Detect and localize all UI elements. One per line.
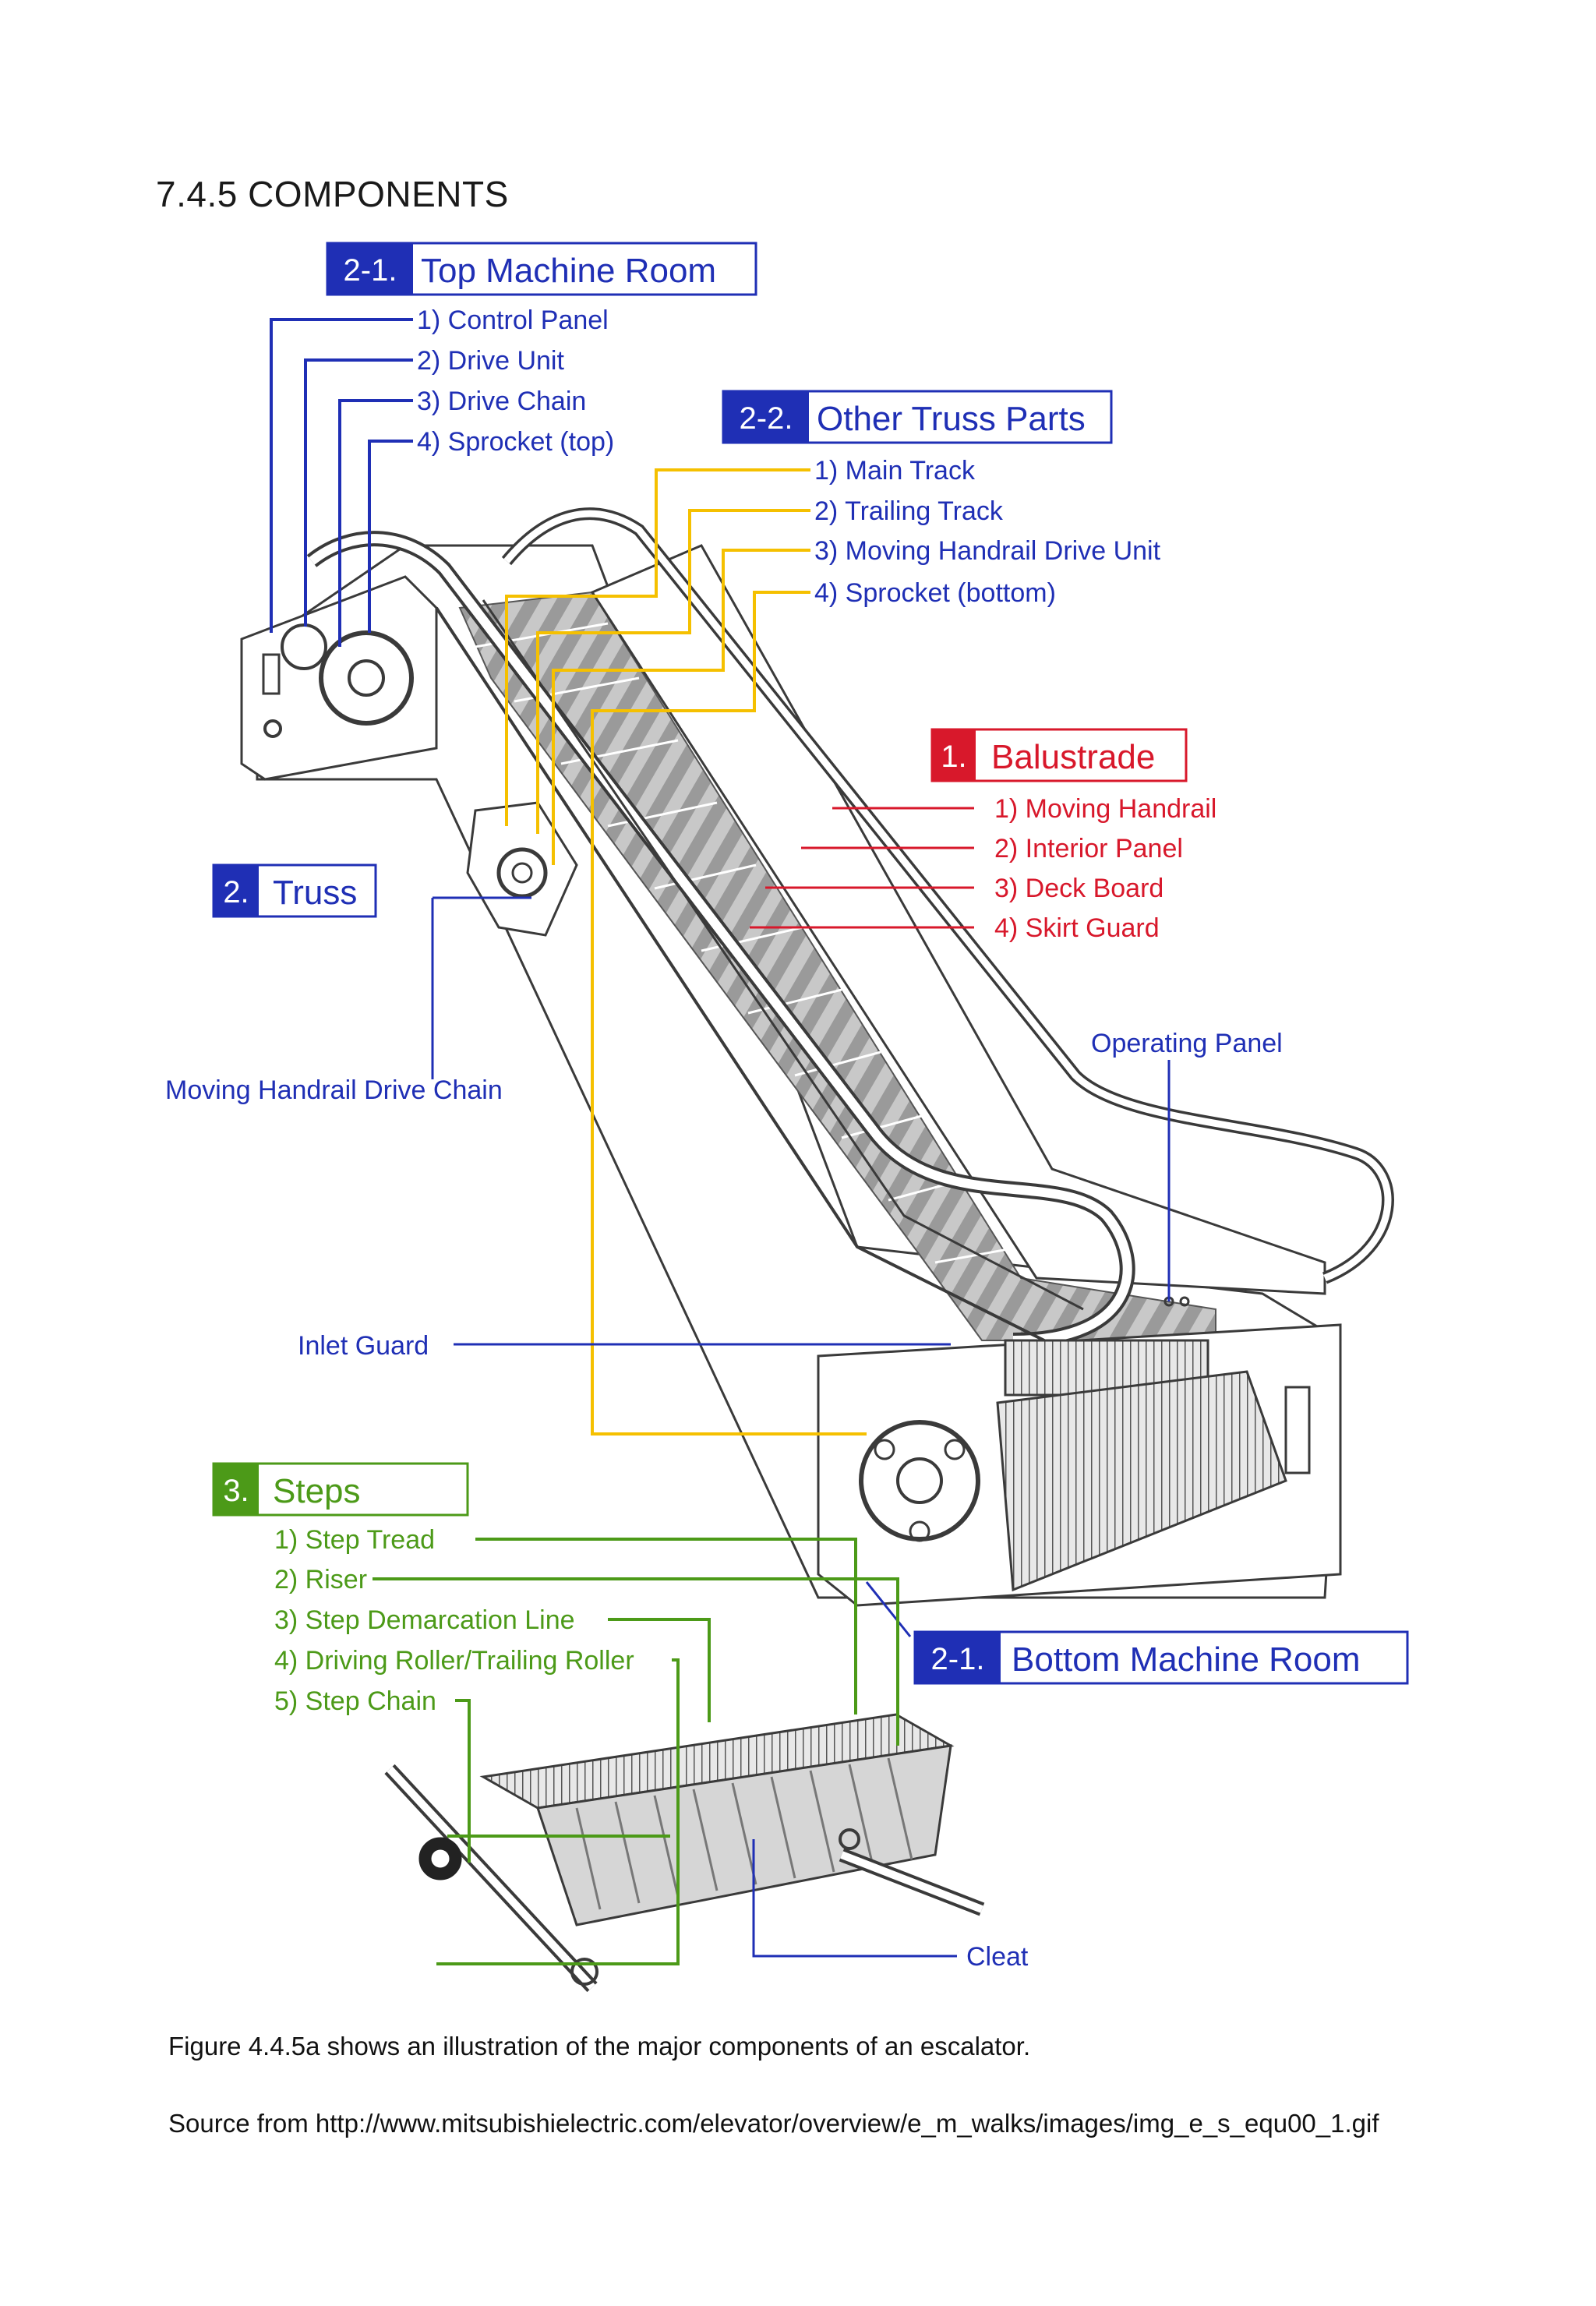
balustrade-item-3: 3) Deck Board (994, 874, 1163, 903)
top-machine-room-title: Top Machine Room (421, 252, 716, 290)
section-heading: 7.4.5 COMPONENTS (156, 174, 509, 214)
balustrade-number: 1. (941, 740, 966, 774)
top-machine-room-item-3: 3) Drive Chain (417, 387, 586, 416)
header-steps: 3. Steps (212, 1462, 469, 1517)
balustrade-item-4: 4) Skirt Guard (994, 913, 1160, 943)
top-machine-room-item-1: 1) Control Panel (417, 305, 609, 335)
header-bottom-machine-room: 2-1. Bottom Machine Room (913, 1630, 1409, 1685)
steps-item-1: 1) Step Tread (274, 1525, 435, 1555)
bottom-step-stack (996, 1370, 1287, 1592)
header-other-truss-parts: 2-2. Other Truss Parts (722, 390, 1113, 444)
other-truss-parts-item-4: 4) Sprocket (bottom) (814, 578, 1056, 608)
leaders-steps (373, 1538, 899, 1965)
other-truss-parts-item-2: 2) Trailing Track (814, 496, 1004, 526)
top-sprocket-wheel (319, 630, 414, 726)
header-top-machine-room: 2-1. Top Machine Room (326, 242, 757, 296)
balustrade-item-1: 1) Moving Handrail (994, 794, 1216, 824)
steps-items: 1) Step Tread 2) Riser 3) Step Demarcati… (274, 1525, 634, 1716)
top-machine-box (240, 575, 438, 781)
other-truss-parts-number: 2-2. (740, 401, 793, 436)
top-machine-room-item-2: 2) Drive Unit (417, 346, 564, 376)
steps-item-4: 4) Driving Roller/Trailing Roller (274, 1646, 634, 1676)
bottom-machine-room-number: 2-1. (931, 1642, 985, 1676)
balustrade-title: Balustrade (991, 738, 1155, 776)
balustrade-item-2: 2) Interior Panel (994, 834, 1183, 863)
step-illustration (384, 1713, 985, 1993)
inlet-guard-label: Inlet Guard (298, 1331, 429, 1361)
steps-item-2: 2) Riser (274, 1565, 367, 1594)
top-machine-room-number: 2-1. (344, 253, 397, 288)
cleat-label: Cleat (966, 1942, 1029, 1972)
other-truss-parts-item-1: 1) Main Track (814, 456, 976, 486)
top-machine-room-item-4: 4) Sprocket (top) (417, 427, 614, 457)
truss-sub-label: Moving Handrail Drive Chain (165, 1075, 503, 1105)
interior-panel (590, 544, 1326, 1295)
steps-item-3: 3) Step Demarcation Line (274, 1605, 575, 1635)
truss-number: 2. (223, 875, 249, 909)
bottom-machine-room-title: Bottom Machine Room (1012, 1640, 1361, 1679)
header-truss: 2. Truss (212, 863, 377, 918)
bottom-sprocket-wheel (859, 1420, 980, 1541)
leaders-balustrade (750, 807, 974, 929)
steps-number: 3. (223, 1474, 249, 1508)
figure-caption: Figure 4.4.5a shows an illustration of t… (168, 2032, 1031, 2061)
other-truss-parts-title: Other Truss Parts (817, 400, 1086, 438)
steps-title: Steps (273, 1472, 361, 1510)
steps-item-5: 5) Step Chain (274, 1686, 436, 1716)
leaders-blue-misc (431, 896, 1171, 1958)
other-truss-parts-items: 1) Main Track 2) Trailing Track 3) Movin… (814, 456, 1161, 608)
operating-panel-label: Operating Panel (1091, 1029, 1283, 1058)
other-truss-parts-item-3: 3) Moving Handrail Drive Unit (814, 536, 1161, 566)
escalator-illustration (240, 507, 1394, 1993)
leaders-other-truss-parts (505, 468, 867, 1436)
truss-title: Truss (273, 874, 357, 912)
balustrade-items: 1) Moving Handrail 2) Interior Panel 3) … (994, 794, 1216, 943)
outer-balustrade (435, 606, 1045, 1342)
source-note: Source from http://www.mitsubishielectri… (168, 2109, 1379, 2138)
leaders-top-machine-room (270, 318, 413, 647)
header-balustrade: 1. Balustrade (930, 728, 1188, 782)
top-machine-room-items: 1) Control Panel 2) Drive Unit 3) Drive … (417, 305, 614, 457)
